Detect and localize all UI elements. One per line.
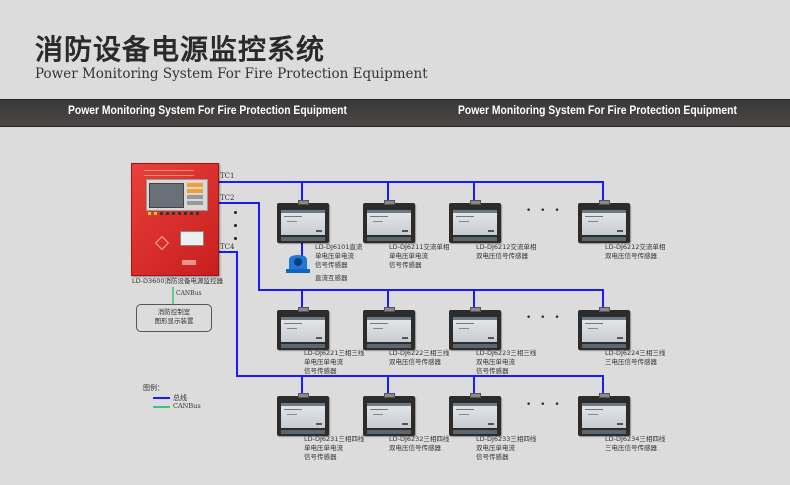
- monitor-controller[interactable]: [131, 163, 219, 276]
- device-label: LD-DJ6212交流单相双电压信号传感器: [605, 243, 666, 260]
- controller-label: LD-D3600消防设备电源监控器: [132, 277, 224, 285]
- device-label: LD-DJ6222三相三线双电压信号传感器: [389, 349, 450, 366]
- sensor-device[interactable]: [449, 393, 501, 436]
- bus-label-tc2: TC2: [220, 194, 235, 202]
- banner-text-right: Power Monitoring System For Fire Protect…: [458, 105, 737, 117]
- current-transformer-icon: [286, 255, 310, 273]
- device-label: LD-DJ6231三相四线单电压单电流信号传感器: [304, 435, 365, 461]
- sensor-device[interactable]: [277, 200, 329, 243]
- bus-label-tc1: TC1: [220, 172, 235, 180]
- bus-line-tc4: [217, 251, 604, 396]
- sensor-device[interactable]: [578, 307, 630, 350]
- page-subtitle: Power Monitoring System For Fire Protect…: [35, 66, 428, 82]
- page-title: 消防设备电源监控系统: [35, 33, 326, 66]
- canbus-label: CANBus: [176, 290, 202, 297]
- sensor-device[interactable]: [277, 393, 329, 436]
- device-label: LD-DJ6233三相四线双电压单电流信号传感器: [476, 435, 537, 461]
- ellipsis-dot: [234, 224, 237, 227]
- display-box-line1: 消防控制室: [157, 308, 191, 316]
- graphic-display-device[interactable]: 消防控制室 图形显示装置: [136, 304, 212, 332]
- bus-line-tc2: [217, 202, 604, 310]
- indicator-leds: [148, 212, 204, 216]
- ellipsis: • • •: [526, 400, 563, 410]
- legend-bus-label: 总线: [173, 394, 187, 402]
- device-label: LD-DJ6211交流单相单电压单电流信号传感器: [389, 243, 450, 269]
- lcd-screen: [149, 183, 184, 208]
- current-transformer-label: 直流互感器: [315, 274, 348, 282]
- sensor-device[interactable]: [578, 200, 630, 243]
- legend-canbus-swatch: [153, 406, 170, 408]
- device-label: LD-DJ6234三相四线三电压信号传感器: [605, 435, 666, 452]
- device-label: LD-DJ6232三相四线双电压信号传感器: [389, 435, 450, 452]
- ellipsis: • • •: [526, 206, 563, 216]
- device-label: LD-DJ6101直流单电压单电流信号传感器: [315, 243, 363, 269]
- panel-display: [146, 179, 208, 211]
- panel-keys: [187, 183, 203, 206]
- device-label: LD-DJ6212交流单相双电压信号传感器: [476, 243, 537, 260]
- sensor-device[interactable]: [578, 393, 630, 436]
- bus-label-tc4: TC4: [220, 243, 235, 251]
- sensor-device[interactable]: [363, 200, 415, 243]
- panel-header-text: [144, 170, 194, 176]
- legend-canbus-label: CANBus: [173, 402, 201, 410]
- sensor-device[interactable]: [277, 307, 329, 350]
- printer-slot: [180, 231, 204, 246]
- sensor-device[interactable]: [363, 393, 415, 436]
- sensor-device[interactable]: [449, 200, 501, 243]
- ellipsis: • • •: [526, 313, 563, 323]
- ellipsis-dot: [234, 211, 237, 214]
- brand-mark: [182, 260, 196, 265]
- brand-logo-icon: [154, 235, 170, 251]
- sensor-device[interactable]: [363, 307, 415, 350]
- legend-bus-swatch: [153, 397, 170, 399]
- device-label: LD-DJ6224三相三线三电压信号传感器: [605, 349, 666, 366]
- legend-title: 图例：: [143, 384, 164, 392]
- banner-text-left: Power Monitoring System For Fire Protect…: [68, 105, 347, 117]
- banner: Power Monitoring System For Fire Protect…: [0, 99, 790, 127]
- sensor-device[interactable]: [449, 307, 501, 350]
- display-box-line2: 图形显示装置: [154, 317, 194, 325]
- bus-line-tc1: [217, 181, 604, 203]
- ellipsis-dot: [234, 237, 237, 240]
- device-label: LD-DJ6223三相三线双电压单电流信号传感器: [476, 349, 537, 375]
- device-label: LD-DJ6221三相三线单电压单电流信号传感器: [304, 349, 365, 375]
